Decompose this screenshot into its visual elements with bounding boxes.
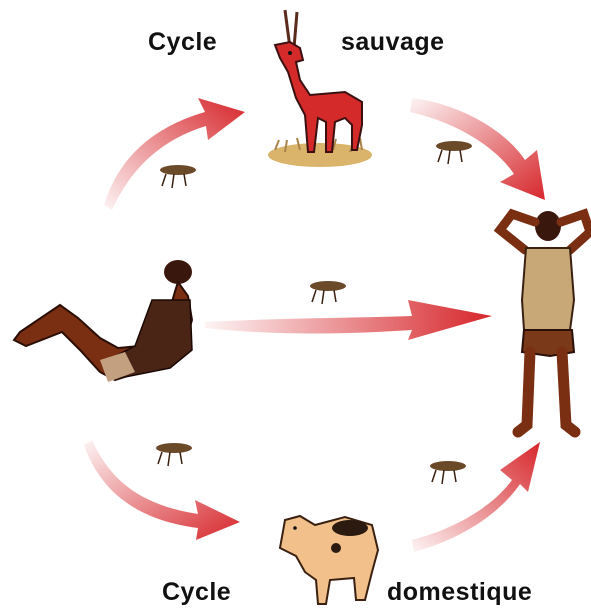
label-cycle-top: Cycle <box>148 28 217 57</box>
label-sauvage: sauvage <box>341 28 445 57</box>
tsetse-fly-icon <box>160 165 196 188</box>
standing-person-icon <box>500 211 590 432</box>
arrow-bottom-left <box>84 440 240 540</box>
arrow-middle <box>205 300 492 340</box>
tsetse-fly-icon <box>430 461 466 484</box>
tsetse-fly-icon <box>156 443 192 466</box>
arrow-bottom-right <box>412 442 540 552</box>
arrow-top-right <box>410 98 545 200</box>
tsetse-fly-icon <box>436 141 472 164</box>
reclining-person-icon <box>14 260 192 382</box>
pig-icon <box>280 516 378 604</box>
tsetse-fly-icon <box>310 281 346 304</box>
arrow-top-left <box>104 98 245 210</box>
label-cycle-bottom: Cycle <box>162 578 231 607</box>
label-domestique: domestique <box>387 578 532 607</box>
